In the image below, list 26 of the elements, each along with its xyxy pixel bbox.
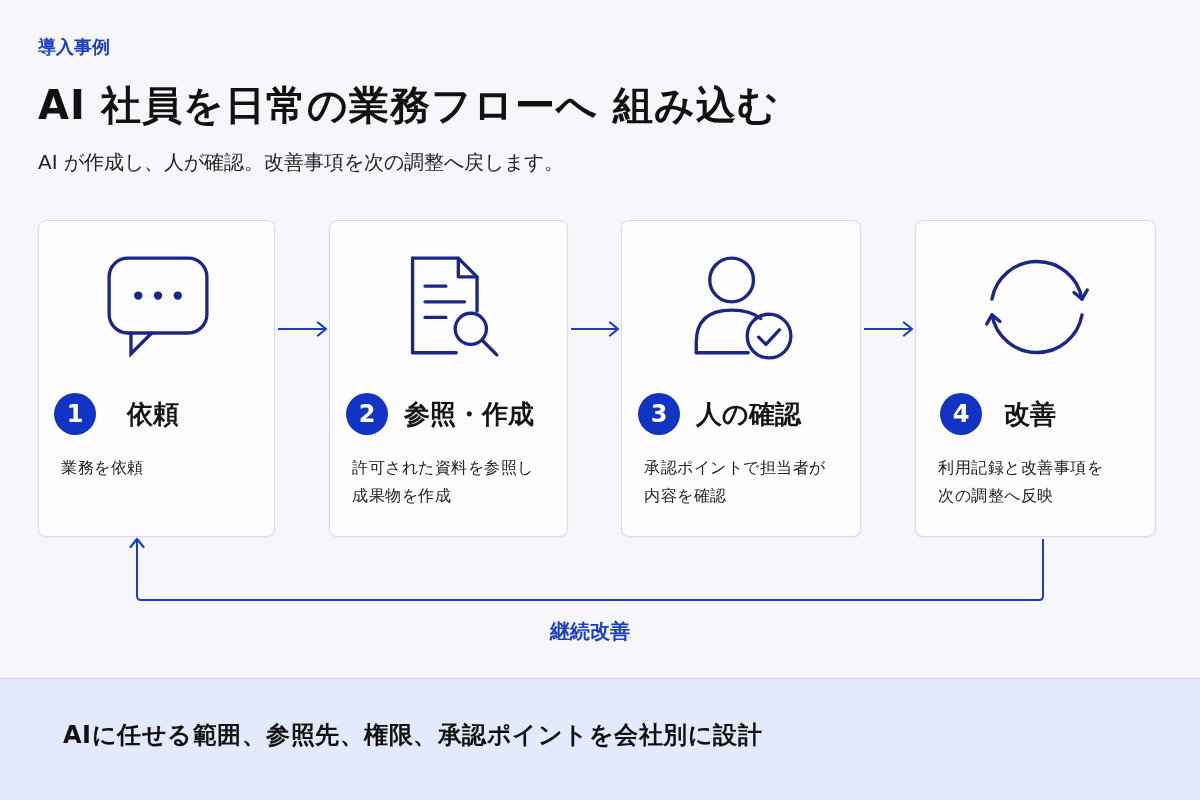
footer-band bbox=[0, 678, 1200, 800]
step-number: 3 bbox=[638, 393, 680, 435]
arrow bbox=[570, 321, 620, 337]
arrow bbox=[863, 321, 914, 337]
diagram-title: AI 社員を日常の業務フローへ 組み込む bbox=[38, 81, 779, 130]
step-description: 許可された資料を参照し成果物を作成 bbox=[352, 457, 535, 507]
step-card bbox=[915, 220, 1156, 537]
step-title: 人の確認 bbox=[696, 398, 801, 431]
step-card bbox=[621, 220, 861, 537]
step-number: 1 bbox=[54, 393, 96, 435]
step-description: 承認ポイントで担当者が内容を確認 bbox=[644, 457, 827, 507]
subtitle-text: AI が作成し、人が確認。改善事項を次の調整へ戻します。 bbox=[38, 149, 564, 176]
arrow bbox=[129, 537, 1044, 601]
edge-label: 継続改善 bbox=[550, 618, 630, 645]
step-description: 業務を依頼 bbox=[61, 457, 145, 479]
step-number: 4 bbox=[940, 393, 982, 435]
step-title: 依頼 bbox=[127, 398, 179, 431]
step-card bbox=[38, 220, 275, 537]
step-title: 参照・作成 bbox=[404, 398, 534, 431]
step-title: 改善 bbox=[1004, 398, 1056, 431]
footer-text: AIに任せる範囲、参照先、権限、承認ポイントを会社別に設計 bbox=[63, 720, 762, 751]
step-description: 利用記録と改善事項を次の調整へ反映 bbox=[938, 457, 1104, 507]
kicker-text: 導入事例 bbox=[38, 35, 110, 59]
arrow bbox=[277, 321, 328, 337]
step-number: 2 bbox=[346, 393, 388, 435]
step-card bbox=[329, 220, 568, 537]
